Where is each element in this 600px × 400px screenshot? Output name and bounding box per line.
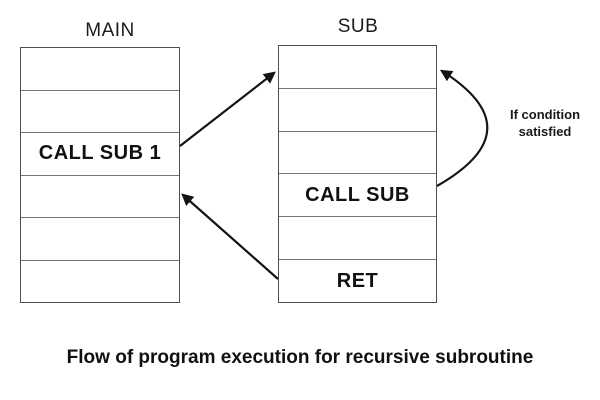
- main-row-2: [21, 91, 179, 133]
- sub-memory-box: CALL SUB RET: [278, 45, 437, 303]
- main-row-6: [21, 261, 179, 303]
- sub-row-1: [279, 46, 436, 89]
- condition-annotation-line2: satisfied: [518, 124, 572, 139]
- main-row-call-sub-1: CALL SUB 1: [21, 133, 179, 176]
- diagram-caption: Flow of program execution for recursive …: [66, 347, 534, 368]
- main-memory-box: CALL SUB 1: [20, 47, 180, 303]
- sub-column-title: SUB: [337, 16, 379, 37]
- sub-row-ret: RET: [336, 269, 379, 292]
- condition-annotation: If condition satisfied: [497, 106, 593, 140]
- sub-row-call-sub: CALL SUB: [279, 174, 436, 218]
- main-column-title: MAIN: [85, 20, 135, 41]
- sub-row-2: [279, 89, 436, 132]
- call-arrow-line: [179, 71, 276, 147]
- main-row-4: [21, 176, 179, 218]
- condition-annotation-line1: If condition: [509, 107, 581, 122]
- main-row-5: [21, 218, 179, 261]
- sub-row-5: [279, 217, 436, 261]
- main-row-1: [21, 48, 179, 91]
- sub-row-3: [279, 132, 436, 175]
- recursive-call-arrow-line: [436, 69, 489, 187]
- return-arrow-line: [181, 193, 279, 280]
